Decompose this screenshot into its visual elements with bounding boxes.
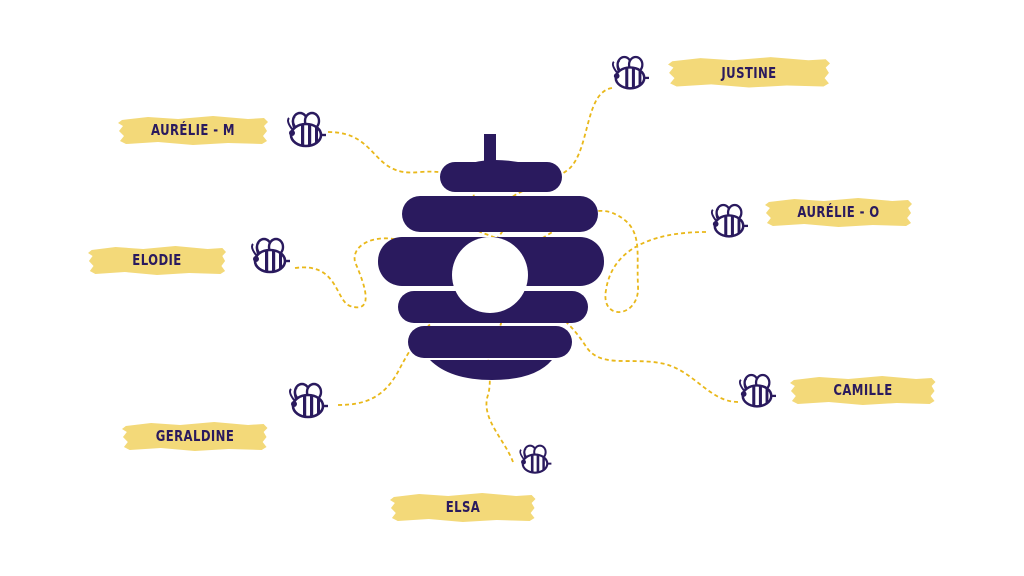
bee-icon	[288, 382, 330, 419]
bee-icon	[250, 237, 292, 274]
name-label-camille: CAMILLE	[833, 381, 893, 399]
name-label-elodie: ELODIE	[132, 251, 182, 269]
trail-aurelie-m	[327, 131, 501, 241]
bee-icon	[710, 203, 750, 238]
beehive-icon	[378, 134, 604, 380]
name-label-aurelie-m: AURÉLIE - M	[151, 121, 235, 139]
bee-icon	[611, 55, 651, 90]
name-label-elsa: ELSA	[445, 498, 481, 516]
bee-icon	[738, 373, 778, 408]
bee-icon	[286, 111, 328, 148]
trail-elodie	[294, 237, 481, 309]
name-label-geraldine: GERALDINE	[155, 427, 235, 445]
trail-justine	[454, 87, 613, 266]
name-label-aurelie-o: AURÉLIE - O	[797, 203, 880, 221]
trail-elsa	[485, 299, 514, 463]
name-label-justine: JUSTINE	[721, 64, 777, 82]
bee-icon	[519, 444, 553, 474]
trail-geraldine	[337, 295, 471, 406]
hive-entrance	[452, 237, 528, 313]
